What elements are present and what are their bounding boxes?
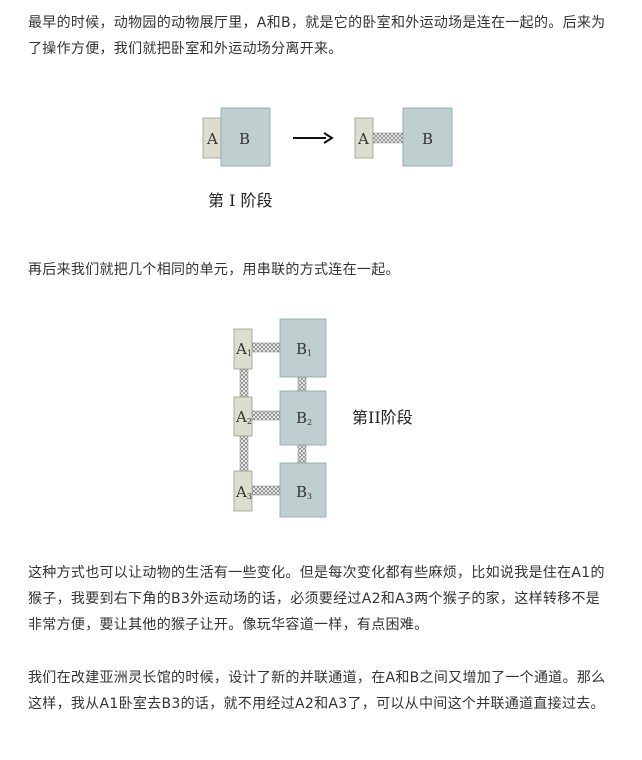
stage1-right-label-b: B (422, 130, 433, 148)
label-b2: B2 (296, 409, 312, 427)
box-a1 (233, 328, 253, 370)
stage1-left-box-b (220, 107, 271, 167)
corridor-a2-b2 (251, 410, 281, 421)
stage1-left-label-a: A (206, 130, 218, 148)
box-b1 (279, 318, 327, 378)
label-a3: A3 (235, 483, 252, 501)
paragraph-parallel-solution: 我们在改建亚洲灵长馆的时候，设计了新的并联通道，在A和B之间又增加了一个通道。那… (28, 670, 606, 712)
label-a1: A1 (235, 340, 252, 358)
paragraph-series: 再后来我们就把几个相同的单元，用串联的方式连在一起。 (28, 262, 400, 278)
stage-two-diagram: A1 A2 A3 B1 B2 B3 第II阶段 (233, 318, 413, 518)
stage-one-diagram: A B A B 第 I 阶段 (202, 107, 453, 210)
stage2-caption: 第II阶段 (352, 408, 413, 427)
stage1-arrow-head (323, 132, 334, 144)
label-b3: B3 (296, 483, 312, 501)
corridor-a3-b3 (251, 485, 281, 496)
paragraph-series-problem: 这种方式也可以让动物的生活有一些变化。但是每次变化都有些麻烦，比如说我是住在A1… (28, 565, 605, 633)
corridor-b2-b3 (297, 444, 307, 464)
stage1-right-label-a: A (357, 130, 369, 148)
paragraph-intro: 最早的时候，动物园的动物展厅里，A和B，就是它的卧室和外运动场是连在一起的。后来… (28, 15, 606, 57)
corridor-a1-b1 (251, 342, 281, 353)
stage1-left-label-b: B (239, 130, 250, 148)
label-a2: A2 (235, 408, 252, 426)
stage1-right-box-b (402, 107, 453, 167)
corridor-b1-b2 (297, 376, 307, 392)
box-b2 (279, 390, 327, 446)
stage1-caption: 第 I 阶段 (208, 191, 273, 210)
box-a2 (233, 396, 253, 437)
box-b3 (279, 462, 327, 518)
stage1-corridor (372, 132, 404, 144)
box-a3 (233, 470, 253, 512)
label-b1: B1 (296, 340, 312, 358)
